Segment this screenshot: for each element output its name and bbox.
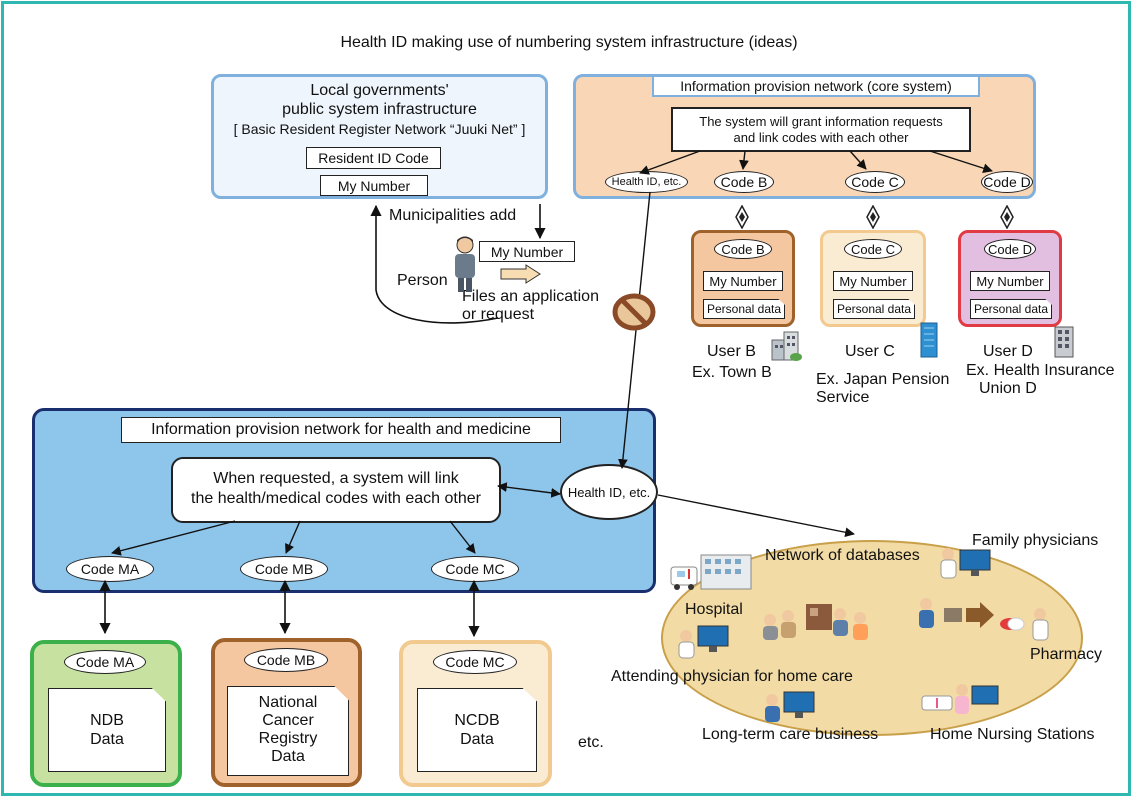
database-cancer-line4: Data <box>271 748 305 765</box>
health-id-node: Health ID, etc. <box>560 464 658 520</box>
pharmacy-label: Pharmacy <box>1030 646 1103 663</box>
health-network-box: Information provision network for health… <box>32 408 656 593</box>
diagram-title: Health ID making use of numbering system… <box>340 34 798 51</box>
home-care-icon <box>678 625 729 659</box>
local-gov-line2: public system infrastructure <box>282 101 477 118</box>
health-network-title: Information provision network for health… <box>121 417 561 443</box>
user-c-example-line2: Service <box>816 389 870 406</box>
long-term-care-label: Long-term care business <box>702 726 879 743</box>
network-title: Network of databases <box>765 547 920 564</box>
database-cancer-box: Code MB National Cancer Registry Data <box>211 638 362 787</box>
core-system-description: The system will grant information reques… <box>671 107 971 152</box>
pharmacy-transfer-icon <box>919 598 994 628</box>
user-c-name: User C <box>845 343 895 360</box>
submit-arrow-icon <box>500 264 541 284</box>
user-d-box: Code D My Number Personal data <box>958 230 1062 327</box>
health-desc-line1: When requested, a system will link <box>213 470 459 487</box>
building-icon <box>920 322 938 358</box>
person-label: Person <box>397 272 448 289</box>
link-diamond-b <box>735 205 749 229</box>
core-code-b: Code B <box>714 171 774 193</box>
user-d-example-line2: Union D <box>979 380 1037 397</box>
database-cancer-line2: Cancer <box>262 712 314 729</box>
home-nursing-label: Home Nursing Stations <box>930 726 1095 743</box>
user-b-my-number: My Number <box>703 271 783 291</box>
local-government-box: Local governments' public system infrast… <box>211 74 548 199</box>
health-code-mc: Code MC <box>431 556 519 582</box>
database-ndb-line2: Data <box>90 731 124 748</box>
user-d-name: User D <box>983 343 1033 360</box>
local-gov-line1: Local governments' <box>310 82 449 99</box>
core-system-box: Information provision network (core syst… <box>573 74 1036 199</box>
link-diamond-d <box>1000 205 1014 229</box>
user-d-my-number: My Number <box>970 271 1050 291</box>
database-cancer-doc: National Cancer Registry Data <box>227 686 349 776</box>
database-cancer-line3: Registry <box>258 730 318 747</box>
health-network-description: When requested, a system will link the h… <box>171 457 501 523</box>
user-c-my-number: My Number <box>833 271 913 291</box>
nurse-icon <box>921 684 999 714</box>
no-entry-icon <box>612 293 656 331</box>
my-number-box: My Number <box>320 175 428 196</box>
care-computer-icon <box>765 691 815 722</box>
people-meeting-icon <box>763 604 868 640</box>
database-ncdb-code: Code MC <box>433 650 517 674</box>
user-b-example: Ex. Town B <box>692 364 772 381</box>
database-cancer-code: Code MB <box>244 648 328 672</box>
files-application-label: Files an application <box>462 288 599 305</box>
database-cancer-line1: National <box>258 694 318 711</box>
user-d-personal-data: Personal data <box>970 299 1052 319</box>
user-c-box: Code C My Number Personal data <box>820 230 926 327</box>
building-icon <box>771 331 802 361</box>
database-ndb-line1: NDB <box>90 712 124 729</box>
user-b-box: Code B My Number Personal data <box>691 230 795 327</box>
user-b-code: Code B <box>714 239 772 259</box>
database-ncdb-line1: NCDB <box>454 712 500 729</box>
user-b-personal-data: Personal data <box>703 299 785 319</box>
family-physicians-label: Family physicians <box>972 532 1099 549</box>
resident-id-code-box: Resident ID Code <box>306 147 441 169</box>
municipalities-add-label: Municipalities add <box>389 207 517 224</box>
user-c-code: Code C <box>844 239 902 259</box>
building-icon <box>1054 326 1074 358</box>
attending-physician-label: Attending physician for home care <box>611 668 853 685</box>
pill-icon <box>1000 608 1049 641</box>
local-gov-line3: [ Basic Resident Register Network “Juuki… <box>233 121 526 137</box>
user-d-example-line1: Ex. Health Insurance <box>966 362 1115 379</box>
core-desc-line1: The system will grant information reques… <box>699 114 943 129</box>
person-my-number-box: My Number <box>479 241 575 262</box>
health-code-ma: Code MA <box>66 556 154 582</box>
database-ndb-code: Code MA <box>64 650 146 674</box>
user-c-example-line1: Ex. Japan Pension <box>816 371 950 388</box>
etc-label: etc. <box>578 734 604 751</box>
link-diamond-c <box>866 205 880 229</box>
database-ndb-box: Code MA NDB Data <box>30 640 182 787</box>
person-icon <box>455 236 475 292</box>
user-b-name: User B <box>707 343 756 360</box>
user-d-code: Code D <box>984 239 1036 259</box>
database-ncdb-box: Code MC NCDB Data <box>399 640 552 787</box>
hospital-label: Hospital <box>685 601 743 618</box>
doctor-computer-icon <box>940 548 991 579</box>
database-ncdb-doc: NCDB Data <box>417 688 537 772</box>
user-c-personal-data: Personal data <box>833 299 915 319</box>
health-desc-line2: the health/medical codes with each other <box>191 490 481 507</box>
core-code-c: Code C <box>845 171 905 193</box>
hospital-icon <box>670 554 752 590</box>
core-code-d: Code D <box>981 171 1033 193</box>
core-system-title: Information provision network (core syst… <box>652 75 980 97</box>
or-request-label: or request <box>462 306 535 323</box>
database-ncdb-line2: Data <box>460 731 494 748</box>
database-ndb-doc: NDB Data <box>48 688 166 772</box>
core-desc-line2: and link codes with each other <box>733 130 909 145</box>
health-code-mb: Code MB <box>240 556 328 582</box>
